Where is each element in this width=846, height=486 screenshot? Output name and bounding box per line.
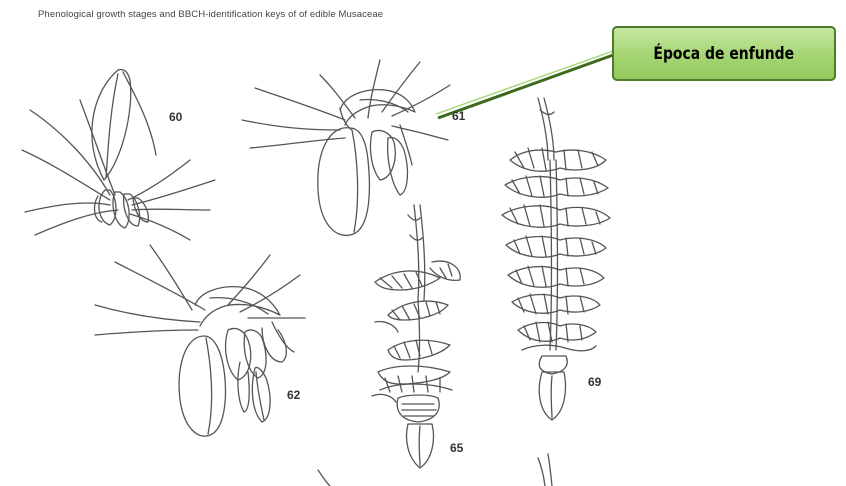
stray-stroke xyxy=(548,454,552,486)
stage-label-61: 61 xyxy=(452,109,465,123)
callout-box: Época de enfunde xyxy=(612,26,836,81)
callout-text: Época de enfunde xyxy=(654,44,795,64)
stage-69-drawing xyxy=(502,98,610,420)
callout-pointer-highlight xyxy=(436,50,616,114)
stage-61-drawing xyxy=(242,60,450,235)
stage-label-65: 65 xyxy=(450,441,463,455)
stage-label-62: 62 xyxy=(287,388,300,402)
stage-label-60: 60 xyxy=(169,110,182,124)
stage-62-drawing xyxy=(95,245,305,436)
stage-65-drawing xyxy=(372,205,460,468)
stray-stroke xyxy=(538,458,545,486)
stray-stroke xyxy=(318,470,330,486)
stage-label-69: 69 xyxy=(588,375,601,389)
stage-60-drawing xyxy=(22,69,215,240)
